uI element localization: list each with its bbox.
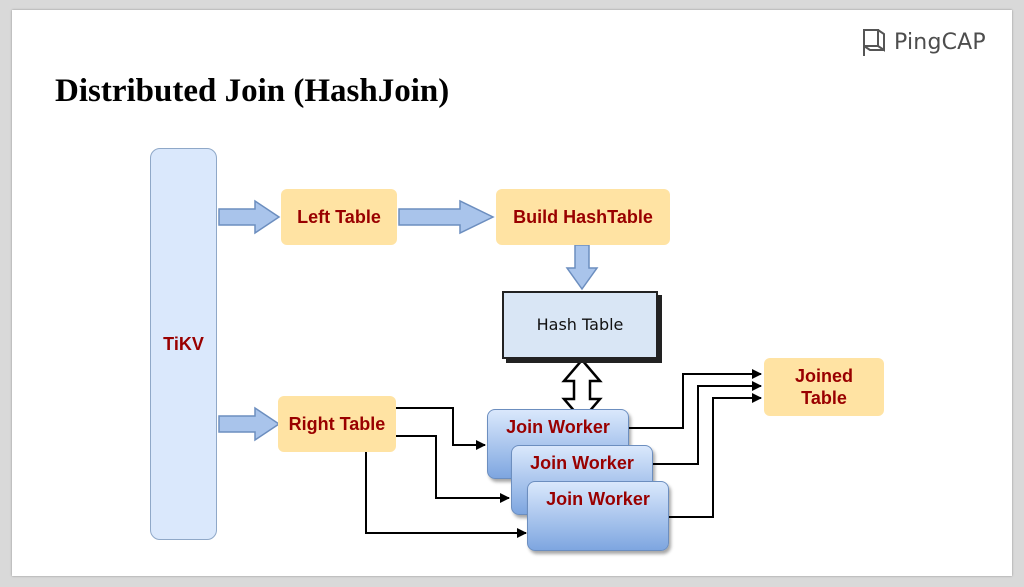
connector-right-table-to-worker-2	[396, 435, 510, 503]
hash-table-node: Hash Table	[502, 291, 658, 359]
connector-worker-1-to-joined	[629, 369, 762, 429]
joined-table-node: Joined Table	[764, 358, 884, 416]
tikv-node: TiKV	[150, 148, 217, 540]
arrow-build-to-hash-table	[565, 244, 599, 291]
connector-worker-2-to-joined	[653, 381, 762, 465]
arrow-left-table-to-build	[398, 199, 495, 235]
pingcap-logo-icon	[863, 29, 885, 56]
slide-title: Distributed Join (HashJoin)	[55, 73, 450, 109]
logo-text: PingCAP	[894, 29, 986, 55]
connector-worker-3-to-joined	[669, 393, 762, 518]
connector-right-table-to-worker-3	[365, 452, 527, 538]
build-hashtable-node: Build HashTable	[496, 189, 670, 245]
pingcap-logo: PingCAP	[860, 25, 986, 59]
arrow-tikv-to-right-table	[218, 406, 281, 442]
join-worker-3: Join Worker	[527, 481, 669, 551]
arrow-tikv-to-left-table	[218, 199, 281, 235]
connector-right-table-to-worker-1	[396, 407, 486, 450]
right-table-node: Right Table	[278, 396, 396, 452]
left-table-node: Left Table	[281, 189, 397, 245]
